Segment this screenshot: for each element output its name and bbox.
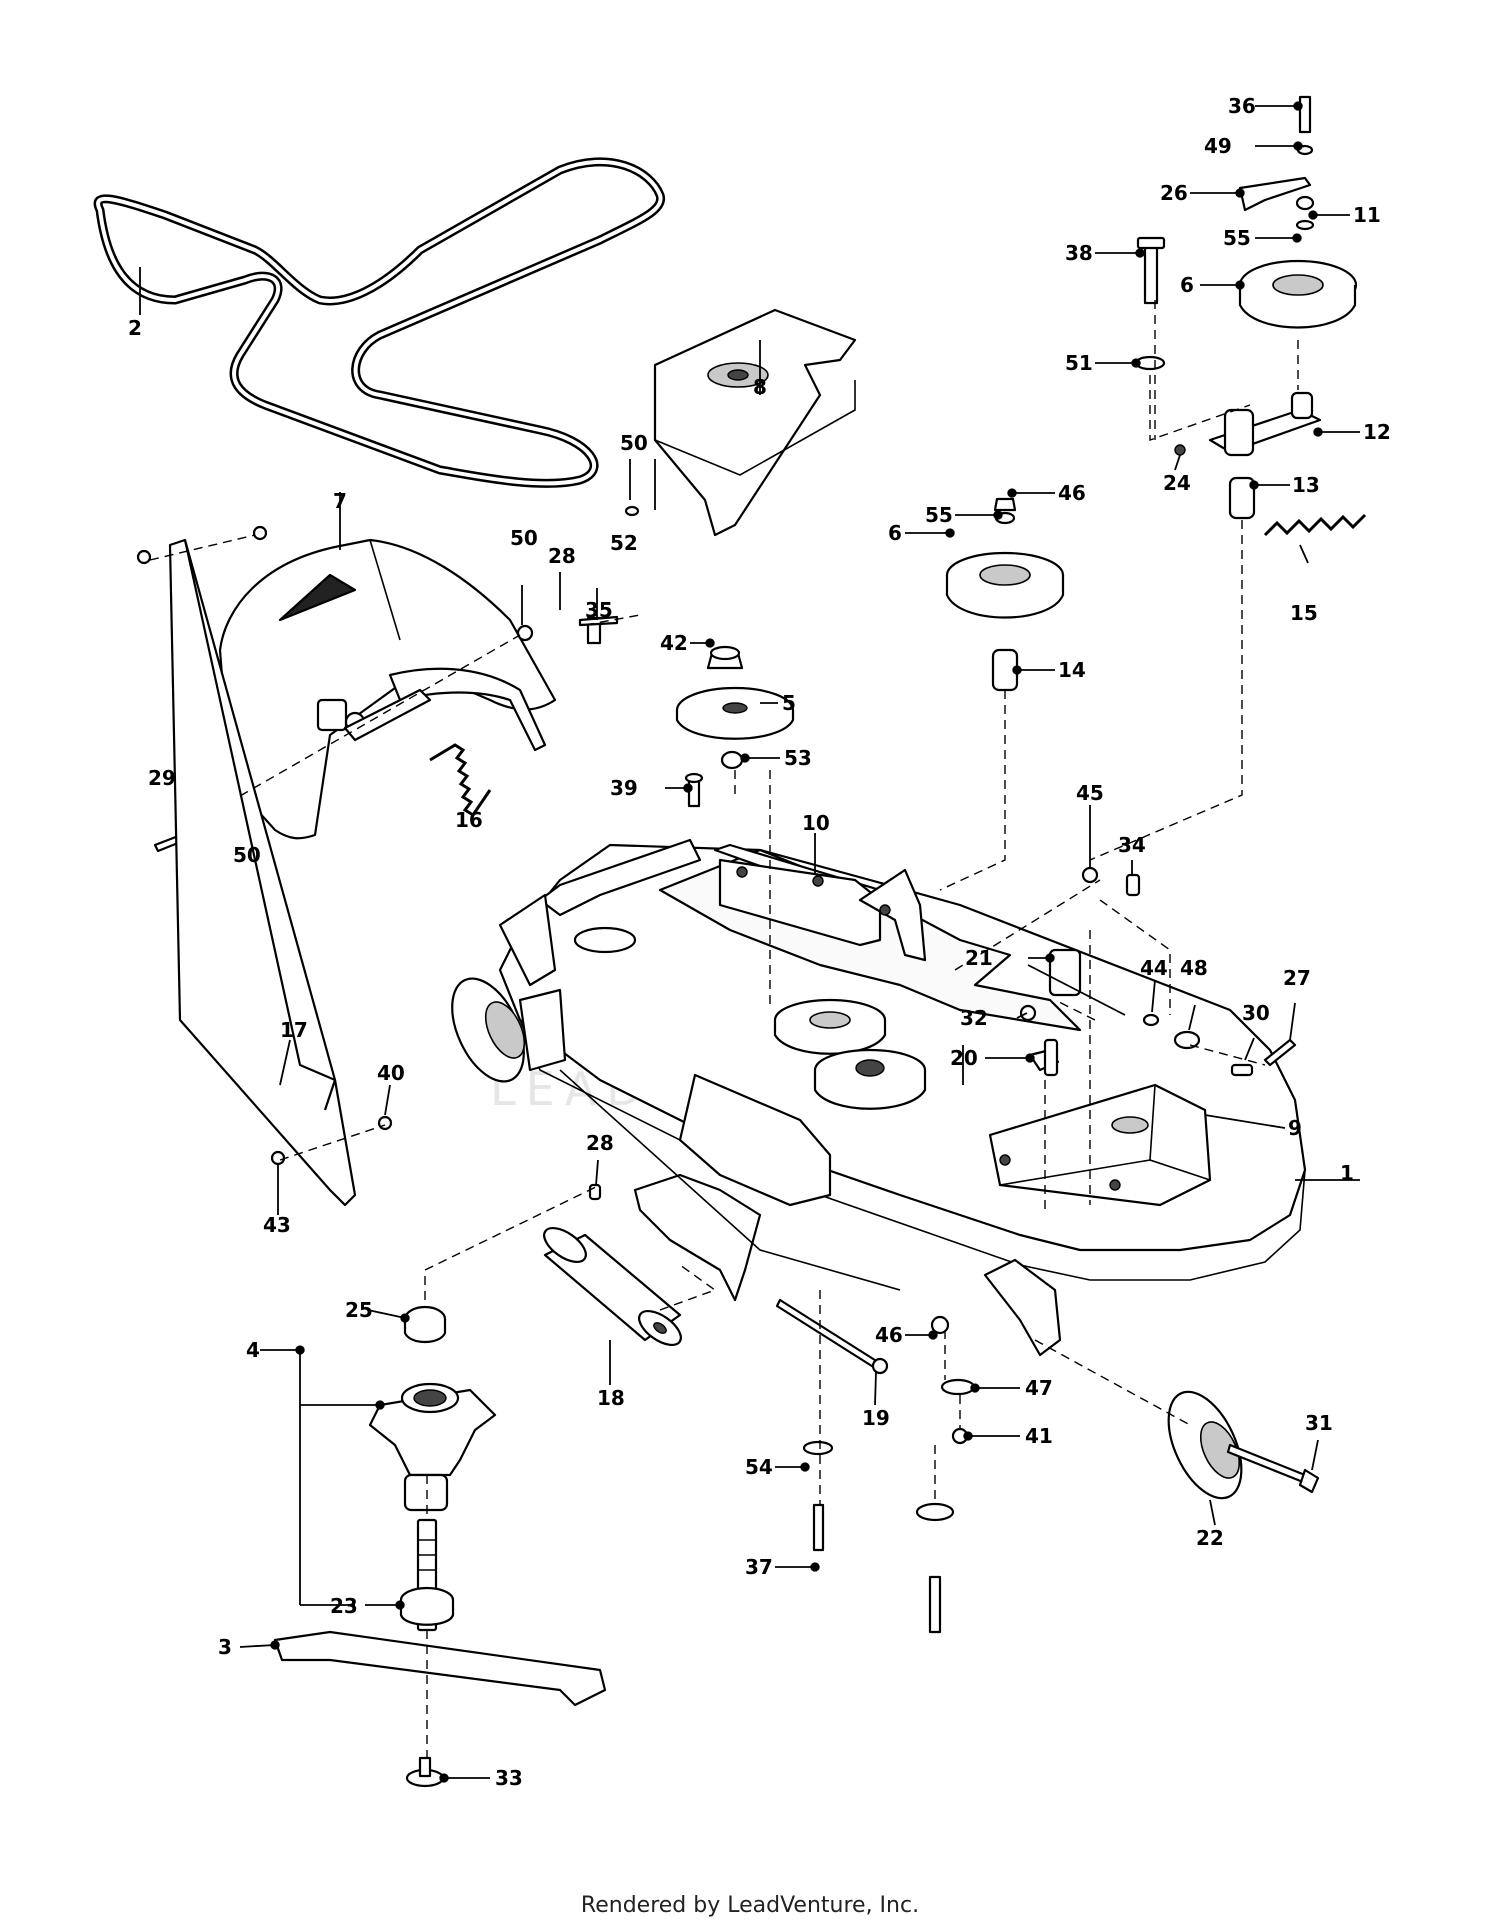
callout-22: 22 [1196, 1526, 1224, 1550]
callout-50-cover: 50 [620, 431, 648, 455]
callout-14: 14 [1058, 658, 1086, 682]
callout-labels: 1 2 3 4 5 6 6 7 8 9 10 11 12 13 14 15 16… [128, 94, 1391, 1790]
callout-55-top: 55 [1223, 226, 1251, 250]
callout-33: 33 [495, 1766, 523, 1790]
callout-24: 24 [1163, 471, 1191, 495]
callout-31: 31 [1305, 1411, 1333, 1435]
callout-28-bottom: 28 [586, 1131, 614, 1155]
part-belt-cover [653, 308, 857, 537]
callout-46-bottom: 46 [875, 1323, 903, 1347]
callout-2: 2 [128, 316, 142, 340]
callout-34: 34 [1118, 833, 1146, 857]
callout-17: 17 [280, 1018, 308, 1042]
callout-21: 21 [965, 946, 993, 970]
part-roller [543, 1226, 682, 1347]
callout-9: 9 [1288, 1116, 1302, 1140]
callout-29: 29 [148, 766, 176, 790]
callout-19: 19 [862, 1406, 890, 1430]
part-axle-19 [775, 1298, 880, 1370]
callout-23: 23 [330, 1594, 358, 1618]
callout-3: 3 [218, 1635, 232, 1659]
callout-42: 42 [660, 631, 688, 655]
callout-46-top: 46 [1058, 481, 1086, 505]
part-idler-arm-assembly [1134, 95, 1367, 537]
part-drive-pulley [675, 645, 795, 770]
callout-4: 4 [246, 1338, 260, 1362]
callout-12: 12 [1363, 420, 1391, 444]
callout-40: 40 [377, 1061, 405, 1085]
callout-18: 18 [597, 1386, 625, 1410]
callout-50-chute-top: 50 [510, 526, 538, 550]
callout-50-chute-bottom: 50 [233, 843, 261, 867]
callout-leaders [139, 101, 1360, 1783]
callout-39: 39 [610, 776, 638, 800]
callout-52: 52 [610, 531, 638, 555]
part-idler-pulley-center [945, 497, 1065, 692]
callout-44: 44 [1140, 956, 1168, 980]
part-blade [273, 1630, 607, 1707]
part-hardware [516, 505, 1297, 1634]
callout-5: 5 [782, 691, 796, 715]
callout-38: 38 [1065, 241, 1093, 265]
part-belt [93, 157, 666, 488]
callout-54: 54 [745, 1455, 773, 1479]
callout-36: 36 [1228, 94, 1256, 118]
callout-11: 11 [1353, 203, 1381, 227]
part-blade-bolt [405, 1756, 445, 1788]
callout-35: 35 [585, 598, 613, 622]
callout-49: 49 [1204, 134, 1232, 158]
callout-27: 27 [1283, 966, 1311, 990]
part-spring-16 [429, 743, 492, 818]
assembly-dashes [149, 300, 1299, 1760]
callout-51: 51 [1065, 351, 1093, 375]
callout-15: 15 [1290, 601, 1318, 625]
callout-47: 47 [1025, 1376, 1053, 1400]
part-discharge-chute [218, 538, 557, 840]
callout-37: 37 [745, 1555, 773, 1579]
callout-1: 1 [1340, 1161, 1354, 1185]
callout-45: 45 [1076, 781, 1104, 805]
part-gauge-wheel [1167, 1390, 1320, 1500]
callout-7: 7 [333, 489, 347, 513]
callout-16: 16 [455, 808, 483, 832]
callout-32: 32 [960, 1006, 988, 1030]
callout-26: 26 [1160, 181, 1188, 205]
callout-13: 13 [1292, 473, 1320, 497]
part-spindle-assembly [368, 1305, 497, 1632]
callout-6-top: 6 [1180, 273, 1194, 297]
callout-41: 41 [1025, 1424, 1053, 1448]
callout-30: 30 [1242, 1001, 1270, 1025]
callout-28-top: 28 [548, 544, 576, 568]
callout-8: 8 [753, 375, 767, 399]
callout-53: 53 [784, 746, 812, 770]
callout-43: 43 [263, 1213, 291, 1237]
footer-credit: Rendered by LeadVenture, Inc. [580, 1893, 920, 1918]
callout-25: 25 [345, 1298, 373, 1322]
callout-48: 48 [1180, 956, 1208, 980]
callout-55-center: 55 [925, 503, 953, 527]
callout-10: 10 [802, 811, 830, 835]
callout-6-center: 6 [888, 521, 902, 545]
callout-20: 20 [950, 1046, 978, 1070]
part-deck [451, 838, 1307, 1357]
